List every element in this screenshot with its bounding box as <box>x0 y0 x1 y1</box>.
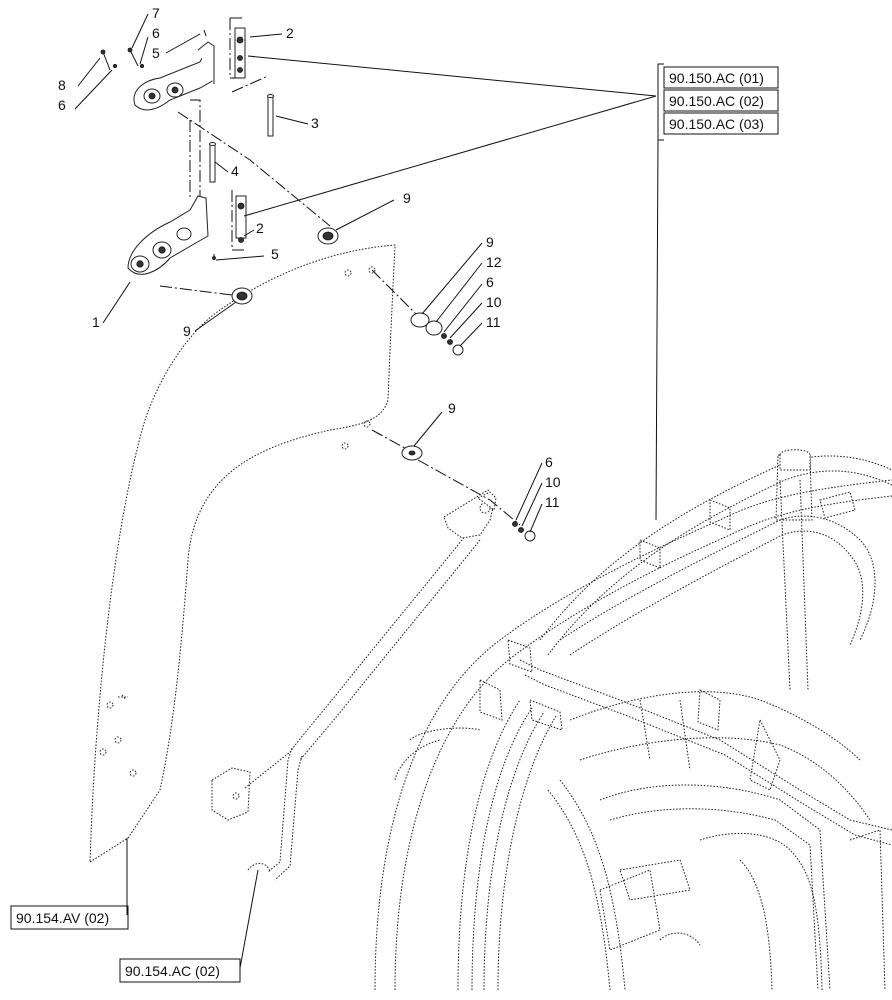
callout-5: 5 <box>152 45 160 61</box>
hinge-pins <box>100 29 274 200</box>
callout-5: 5 <box>271 246 279 262</box>
callout-9: 9 <box>486 234 494 250</box>
callout-3: 3 <box>311 115 319 131</box>
reference-90-154-av-02[interactable]: 90.154.AV (02) <box>16 910 109 926</box>
lower-hinge <box>127 190 247 275</box>
reference-90-154-ac-02[interactable]: 90.154.AC (02) <box>125 963 220 979</box>
callout-8: 8 <box>58 77 66 93</box>
door-gas-strut <box>211 489 497 881</box>
reference-boxes: 90.150.AC (01) 90.150.AC (02) 90.150.AC … <box>10 66 779 983</box>
callout-12: 12 <box>486 254 502 270</box>
callout-1: 1 <box>92 314 100 330</box>
cab-frame <box>374 449 892 991</box>
assembly-axis-lines <box>159 111 521 526</box>
callout-9: 9 <box>183 323 191 339</box>
callout-6: 6 <box>152 25 160 41</box>
callout-10: 10 <box>545 474 561 490</box>
callout-11: 11 <box>545 494 560 510</box>
door-glass-panel <box>89 244 396 863</box>
callout-6: 6 <box>545 454 553 470</box>
callout-numbers: 7 6 5 8 6 2 3 4 9 2 5 1 9 9 12 6 10 11 9… <box>58 5 561 510</box>
callout-6: 6 <box>486 274 494 290</box>
reference-90-150-ac-02[interactable]: 90.150.AC (02) <box>669 93 764 109</box>
callout-6: 6 <box>58 97 66 113</box>
callout-4: 4 <box>231 163 239 179</box>
callout-9: 9 <box>448 400 456 416</box>
upper-hinge <box>133 17 269 210</box>
callout-7: 7 <box>152 5 160 21</box>
leader-lines <box>74 13 664 969</box>
callout-2: 2 <box>286 25 294 41</box>
reference-90-150-ac-01[interactable]: 90.150.AC (01) <box>669 70 764 86</box>
callout-10: 10 <box>486 294 502 310</box>
callout-9: 9 <box>403 190 411 206</box>
washers-nuts <box>231 227 536 542</box>
callout-11: 11 <box>486 314 501 330</box>
reference-90-150-ac-03[interactable]: 90.150.AC (03) <box>669 116 764 132</box>
callout-2: 2 <box>256 220 264 236</box>
